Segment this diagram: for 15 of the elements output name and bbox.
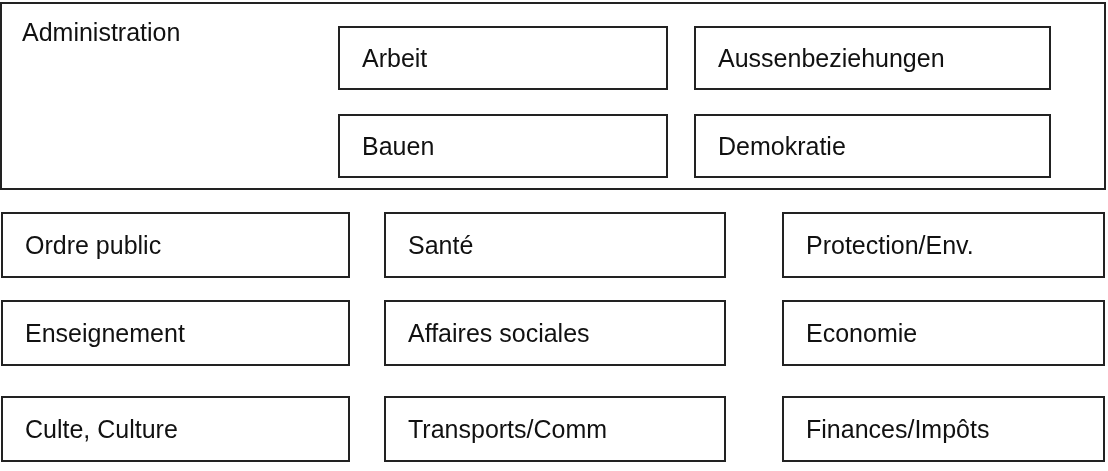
category-box: Demokratie <box>694 114 1051 178</box>
category-box: Economie <box>782 300 1105 366</box>
group-title: Administration <box>22 18 181 47</box>
category-box: Culte, Culture <box>1 396 350 462</box>
category-box: Transports/Comm <box>384 396 726 462</box>
category-box: Santé <box>384 212 726 278</box>
category-box: Finances/Impôts <box>782 396 1105 462</box>
category-box: Protection/Env. <box>782 212 1105 278</box>
category-box: Affaires sociales <box>384 300 726 366</box>
category-box: Bauen <box>338 114 668 178</box>
category-box: Ordre public <box>1 212 350 278</box>
group-panel <box>0 2 1106 190</box>
category-box: Aussenbeziehungen <box>694 26 1051 90</box>
category-box: Enseignement <box>1 300 350 366</box>
category-box: Arbeit <box>338 26 668 90</box>
